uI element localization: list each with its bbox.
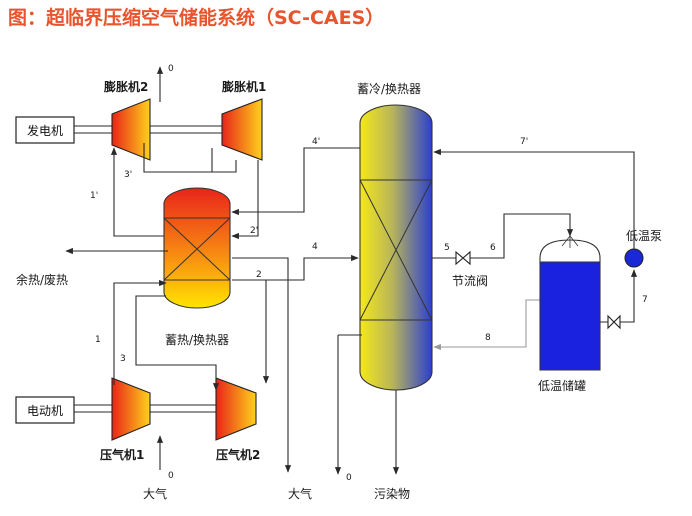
svg-text:膨胀机1: 膨胀机1 [221, 79, 266, 94]
throttle-valve: 节流阀 [452, 250, 488, 288]
svg-text:4: 4 [312, 242, 318, 252]
svg-text:1': 1' [90, 191, 98, 201]
expander-2: 膨胀机2 [103, 79, 151, 161]
svg-text:3': 3' [124, 170, 132, 180]
cold-storage-exchanger: 蓄冷/换热器 [357, 82, 433, 391]
svg-text:0: 0 [168, 471, 174, 481]
svg-text:2: 2 [256, 270, 262, 280]
page-title: 图：超临界压缩空气储能系统（SC-CAES） [8, 7, 385, 29]
svg-text:污染物: 污染物 [374, 486, 410, 501]
svg-text:电动机: 电动机 [27, 404, 63, 418]
cryogenic-tank: 低温储罐 [538, 239, 601, 393]
svg-text:余热/废热: 余热/废热 [16, 272, 68, 287]
svg-text:2': 2' [250, 226, 258, 236]
svg-text:8: 8 [485, 333, 491, 343]
compressor-1: 压气机1 [100, 377, 151, 462]
svg-text:7: 7 [642, 295, 648, 305]
svg-text:7': 7' [520, 137, 528, 147]
svg-text:节流阀: 节流阀 [452, 274, 488, 288]
svg-text:0: 0 [168, 64, 174, 74]
svg-text:压气机2: 压气机2 [216, 447, 260, 462]
svg-text:1: 1 [95, 335, 101, 345]
svg-text:0: 0 [346, 473, 352, 483]
svg-text:蓄冷/换热器: 蓄冷/换热器 [357, 82, 421, 96]
svg-text:膨胀机2: 膨胀机2 [103, 79, 148, 94]
generator: 发电机 [15, 116, 75, 144]
outlet-valve [607, 314, 621, 330]
cryogenic-pump: 低温泵 [624, 229, 662, 268]
svg-text:低温泵: 低温泵 [626, 229, 662, 243]
expander-1: 膨胀机1 [221, 79, 266, 161]
heat-storage-exchanger: 蓄热/换热器 [163, 187, 231, 347]
svg-text:低温储罐: 低温储罐 [538, 378, 586, 393]
svg-text:压气机1: 压气机1 [100, 447, 144, 462]
motor: 电动机 [15, 396, 75, 424]
svg-text:大气: 大气 [288, 486, 312, 501]
svg-text:发电机: 发电机 [27, 123, 63, 138]
svg-text:4': 4' [312, 137, 320, 147]
svg-text:5: 5 [444, 243, 450, 253]
svg-text:蓄热/换热器: 蓄热/换热器 [165, 333, 229, 347]
svg-text:3: 3 [120, 354, 126, 364]
svg-text:6: 6 [490, 243, 496, 253]
svg-text:大气: 大气 [143, 486, 167, 501]
spray-nozzle [561, 235, 579, 248]
compressor-2: 压气机2 [215, 377, 260, 462]
